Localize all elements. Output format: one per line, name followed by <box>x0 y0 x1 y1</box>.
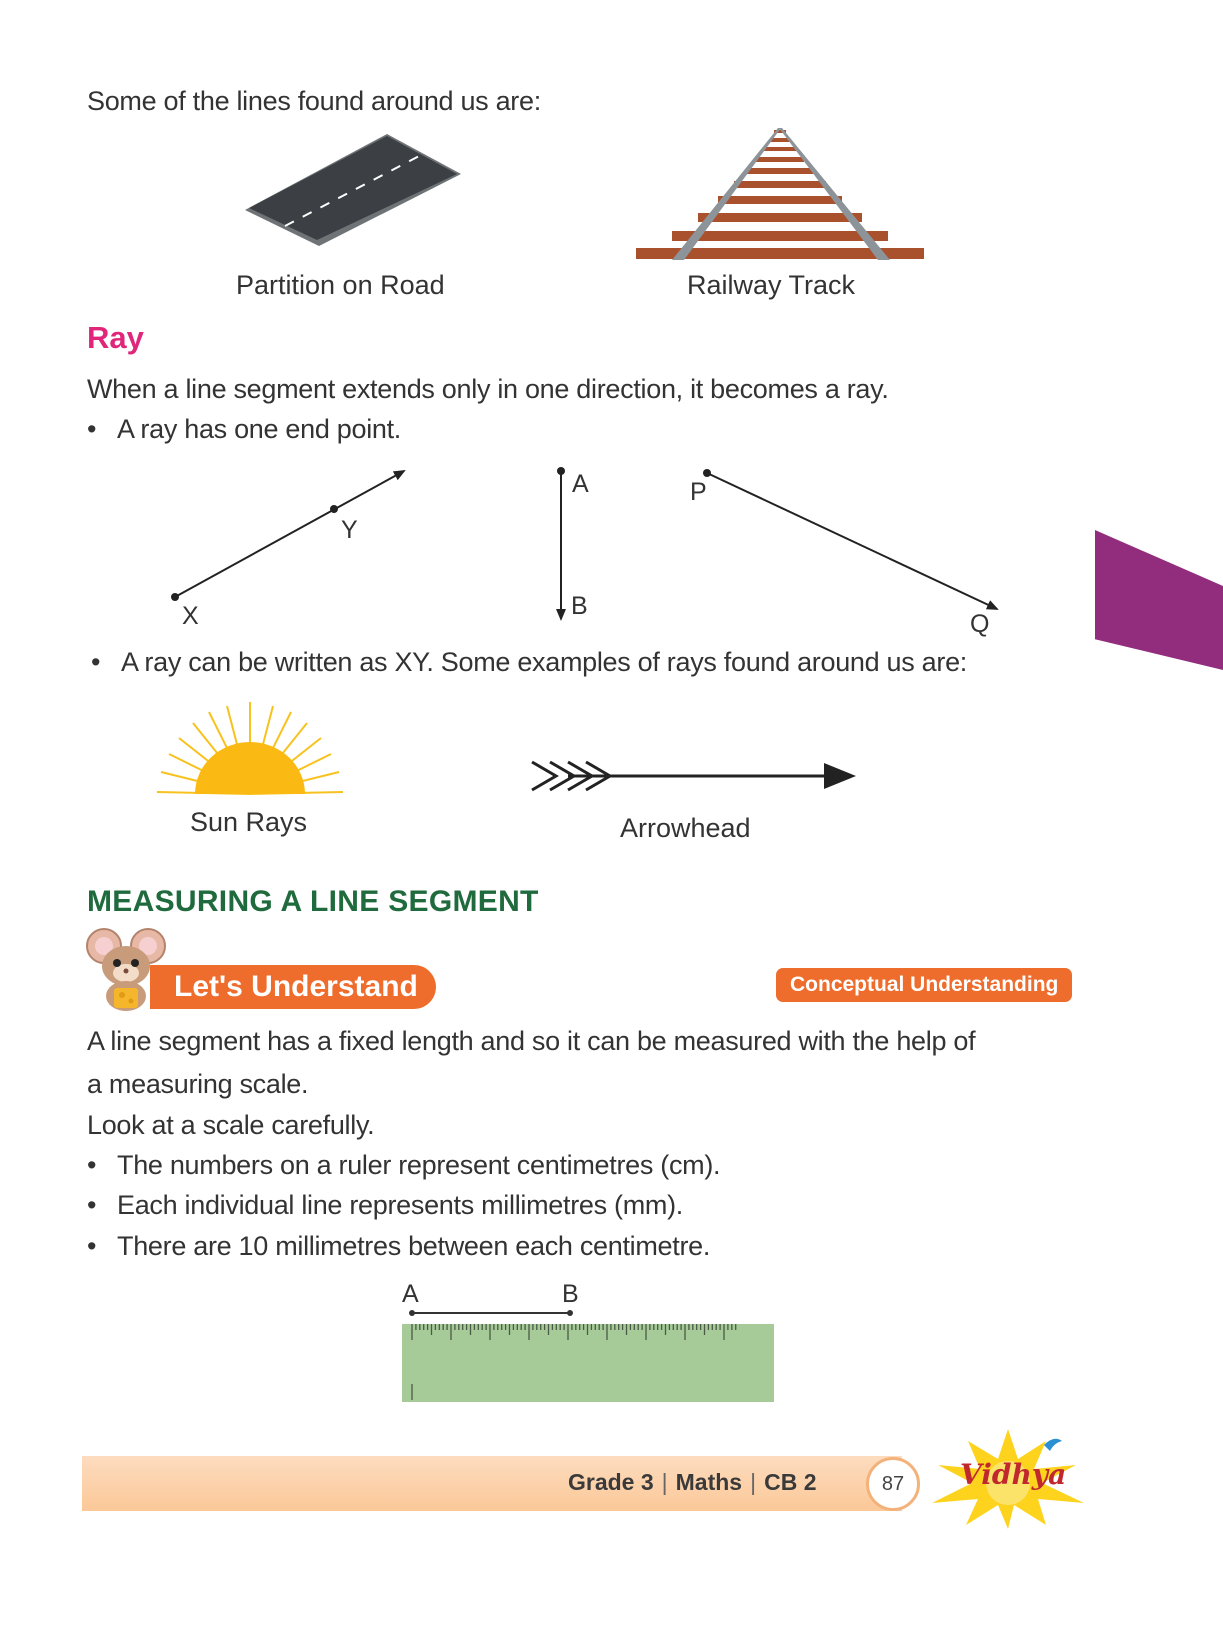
intro-text: Some of the lines found around us are: <box>87 86 541 116</box>
road-icon <box>245 134 461 246</box>
ray-xy <box>171 470 406 601</box>
footer-info: Grade 3|Maths|CB 2 <box>568 1469 817 1495</box>
ray-pq <box>703 469 999 610</box>
measuring-para-1b: a measuring scale. <box>87 1069 309 1099</box>
sun-rays-icon <box>156 702 344 795</box>
footer-book: CB 2 <box>764 1469 817 1495</box>
conceptual-understanding-badge: Conceptual Understanding <box>776 968 1073 1002</box>
point-label-q: Q <box>970 610 990 638</box>
point-label-b: B <box>571 592 588 620</box>
point-label-p: P <box>690 478 707 506</box>
railway-track-icon <box>636 128 924 260</box>
measuring-bullet-3: There are 10 millimetres between each ce… <box>87 1231 710 1262</box>
ray-definition: When a line segment extends only in one … <box>87 374 889 404</box>
railway-caption: Railway Track <box>687 270 856 300</box>
measuring-bullet-2: Each individual line represents millimet… <box>87 1190 683 1221</box>
arrowhead-caption: Arrowhead <box>620 813 751 843</box>
vidhya-brand: Vidhya <box>960 1458 1067 1491</box>
measuring-bullet-1: The numbers on a ruler represent centime… <box>87 1150 721 1181</box>
page-number: 87 <box>866 1457 920 1511</box>
road-caption: Partition on Road <box>236 270 445 300</box>
sun-rays-caption: Sun Rays <box>190 807 308 837</box>
ray-bullet-1: A ray has one end point. <box>87 414 401 445</box>
ruler-icon <box>402 1310 774 1402</box>
measuring-para-2: Look at a scale carefully. <box>87 1110 375 1140</box>
lets-understand-label: Let's Understand <box>150 965 436 1009</box>
segment-label-b: B <box>562 1280 579 1308</box>
point-label-a: A <box>572 470 589 498</box>
mouse-mascot-icon <box>86 928 166 1011</box>
ray-ab <box>556 467 566 621</box>
footer-subject: Maths <box>675 1469 743 1495</box>
footer-bar <box>82 1456 902 1511</box>
arrow-icon <box>531 760 856 792</box>
side-tab <box>1095 530 1223 670</box>
ray-bullet-2: A ray can be written as XY. Some example… <box>91 647 967 678</box>
footer-grade: Grade 3 <box>568 1469 654 1495</box>
ray-diagrams <box>171 467 999 621</box>
segment-label-a: A <box>402 1280 419 1308</box>
measuring-para-1: A line segment has a fixed length and so… <box>87 1026 976 1056</box>
point-label-y: Y <box>341 516 358 544</box>
vidhya-logo-icon <box>932 1429 1084 1529</box>
measuring-heading: MEASURING A LINE SEGMENT <box>87 885 539 918</box>
ray-heading: Ray <box>87 320 144 355</box>
point-label-x: X <box>182 602 199 630</box>
